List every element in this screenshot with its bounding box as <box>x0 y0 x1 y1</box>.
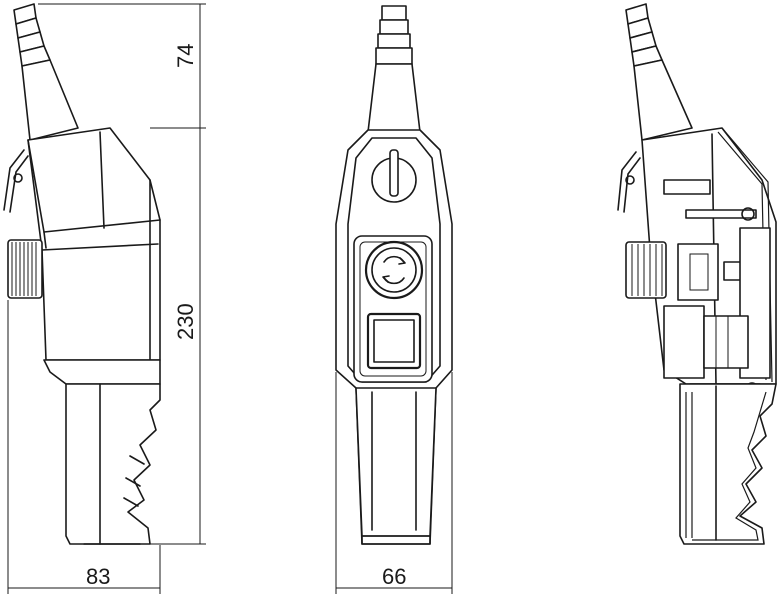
front-dimensions: 66 <box>335 372 453 594</box>
front-view <box>335 5 453 545</box>
section-rotary-knob <box>625 241 667 299</box>
dim-cable-gland-height: 74 <box>173 44 198 68</box>
section-push-button <box>663 305 749 379</box>
side-view <box>3 3 161 545</box>
rotary-selector <box>364 240 424 300</box>
side-dimensions: 74 230 83 <box>7 3 206 594</box>
section-view <box>617 3 777 545</box>
front-cable-gland <box>367 5 421 133</box>
side-rotary-knob <box>7 239 43 299</box>
front-handle <box>355 387 437 537</box>
side-hook <box>3 149 29 213</box>
dim-front-width: 66 <box>382 564 406 589</box>
key-switch <box>371 149 417 203</box>
side-upper-housing <box>27 127 161 361</box>
section-cable-gland <box>625 3 693 141</box>
dim-body-height: 230 <box>173 303 198 340</box>
internal-screws <box>663 179 757 221</box>
push-button <box>366 312 422 370</box>
dim-side-depth: 83 <box>86 564 110 589</box>
side-handle <box>65 383 161 545</box>
section-handle <box>679 383 777 545</box>
side-collar <box>43 359 161 385</box>
side-cable-gland <box>13 3 79 141</box>
